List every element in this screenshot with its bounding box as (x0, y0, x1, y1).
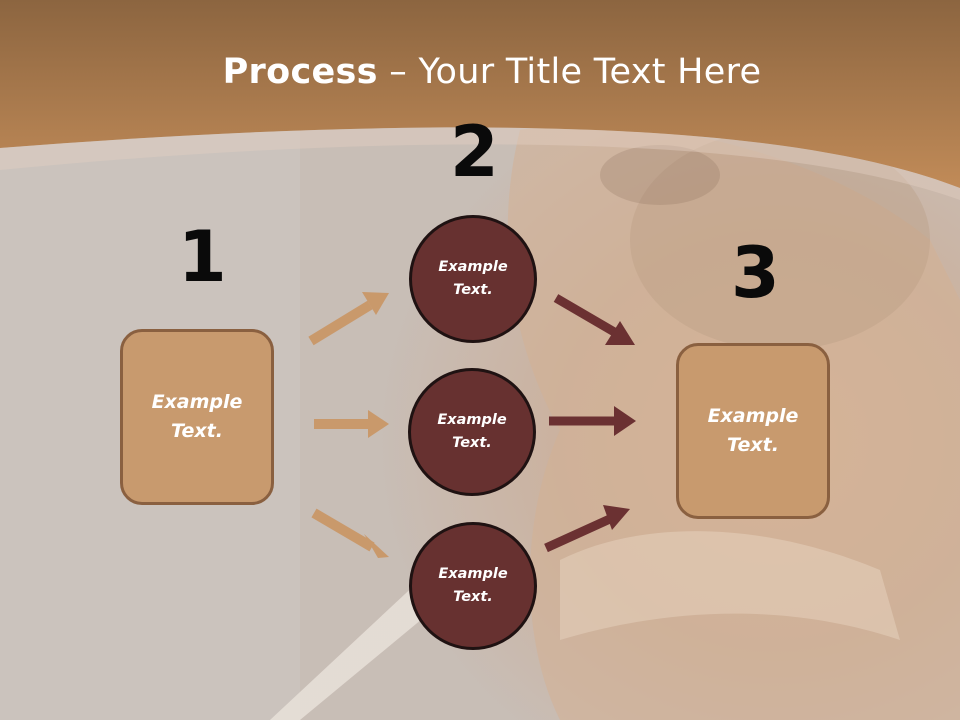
circle-top-line-1: Example (438, 259, 508, 275)
step-3-line-1: Example (707, 405, 799, 427)
step-3-box[interactable]: Example Text. (676, 343, 830, 519)
arrowhead-dark-middle (614, 406, 636, 436)
arrow-from-circle-top (553, 294, 619, 337)
step-2-circle-middle[interactable]: Example Text. (408, 368, 536, 496)
step-number-3: 3 (731, 232, 780, 314)
arrow-to-circle-top (308, 300, 373, 346)
title-bold-word: Process (222, 52, 378, 92)
circle-middle-line-1: Example (437, 412, 507, 428)
circle-bottom-line-1: Example (438, 566, 508, 582)
arrowhead-light-bottom (364, 534, 389, 558)
arrow-from-circle-bottom (544, 513, 614, 553)
step-2-circle-bottom[interactable]: Example Text. (409, 522, 537, 650)
arrow-to-circle-bottom (311, 508, 375, 552)
title-rest: – Your Title Text Here (377, 52, 762, 92)
step-1-box[interactable]: Example Text. (120, 329, 274, 505)
circle-bottom-line-2: Text. (453, 589, 493, 605)
circle-middle-line-2: Text. (452, 435, 492, 451)
arrowhead-light-middle (368, 410, 389, 438)
step-number-1: 1 (178, 216, 227, 298)
step-1-line-2: Text. (171, 420, 223, 442)
step-3-line-2: Text. (727, 434, 779, 456)
arrowhead-light-top (362, 292, 389, 315)
step-1-line-1: Example (151, 391, 243, 413)
slide-title: Process – Your Title Text Here (0, 52, 960, 92)
arrowhead-dark-top (605, 321, 635, 345)
step-2-circle-top[interactable]: Example Text. (409, 215, 537, 343)
circle-top-line-2: Text. (453, 282, 493, 298)
step-number-2: 2 (450, 111, 499, 193)
arrowhead-dark-bottom (603, 505, 630, 530)
